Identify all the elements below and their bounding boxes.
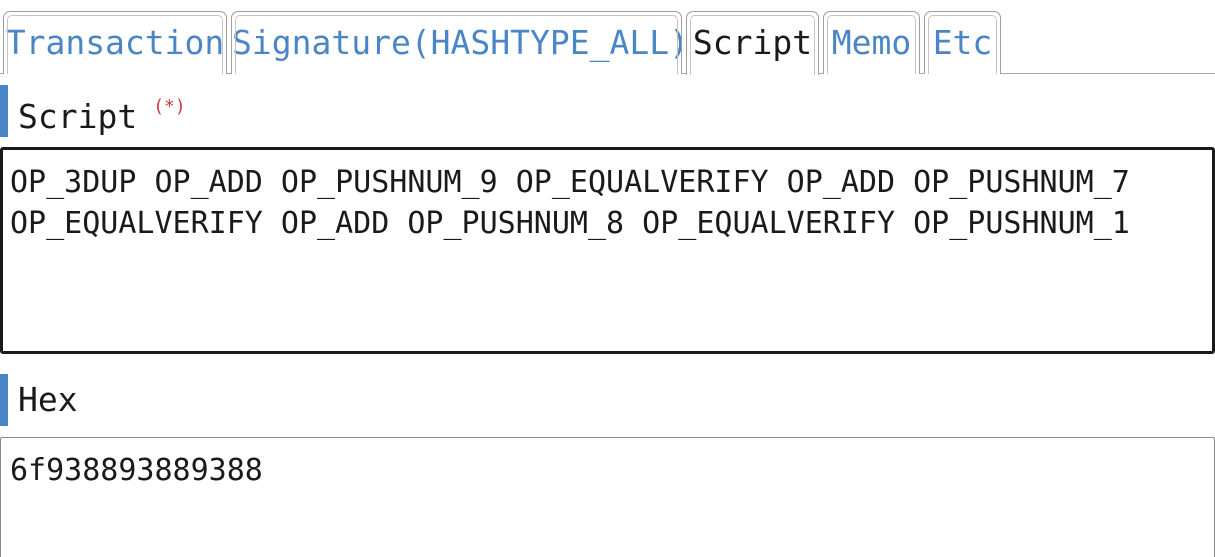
tab-etc-label: Etc: [932, 23, 993, 62]
tab-memo-label: Memo: [831, 23, 912, 62]
script-section-label: Script (*): [0, 85, 186, 137]
hex-label-text: Hex: [18, 380, 78, 419]
script-label-text: Script: [18, 97, 138, 136]
required-mark: (*): [153, 96, 186, 117]
tab-memo[interactable]: Memo: [823, 11, 920, 74]
tab-script-label: Script: [692, 23, 813, 62]
tab-etc[interactable]: Etc: [924, 11, 1001, 74]
hex-section-label: Hex: [0, 374, 78, 426]
tab-signature-hashtype-all[interactable]: Signature(HASHTYPE_ALL): [231, 11, 682, 74]
tab-bar: Transaction Signature(HASHTYPE_ALL) Scri…: [0, 0, 1215, 75]
tab-signature-label: Signature(HASHTYPE_ALL): [232, 23, 682, 62]
tab-script[interactable]: Script: [686, 11, 819, 75]
script-input[interactable]: OP_3DUP OP_ADD OP_PUSHNUM_9 OP_EQUALVERI…: [0, 147, 1215, 354]
hex-output[interactable]: 6f938893889388: [0, 437, 1215, 557]
tab-transaction-label: Transaction: [5, 23, 225, 62]
tab-transaction[interactable]: Transaction: [3, 11, 227, 74]
